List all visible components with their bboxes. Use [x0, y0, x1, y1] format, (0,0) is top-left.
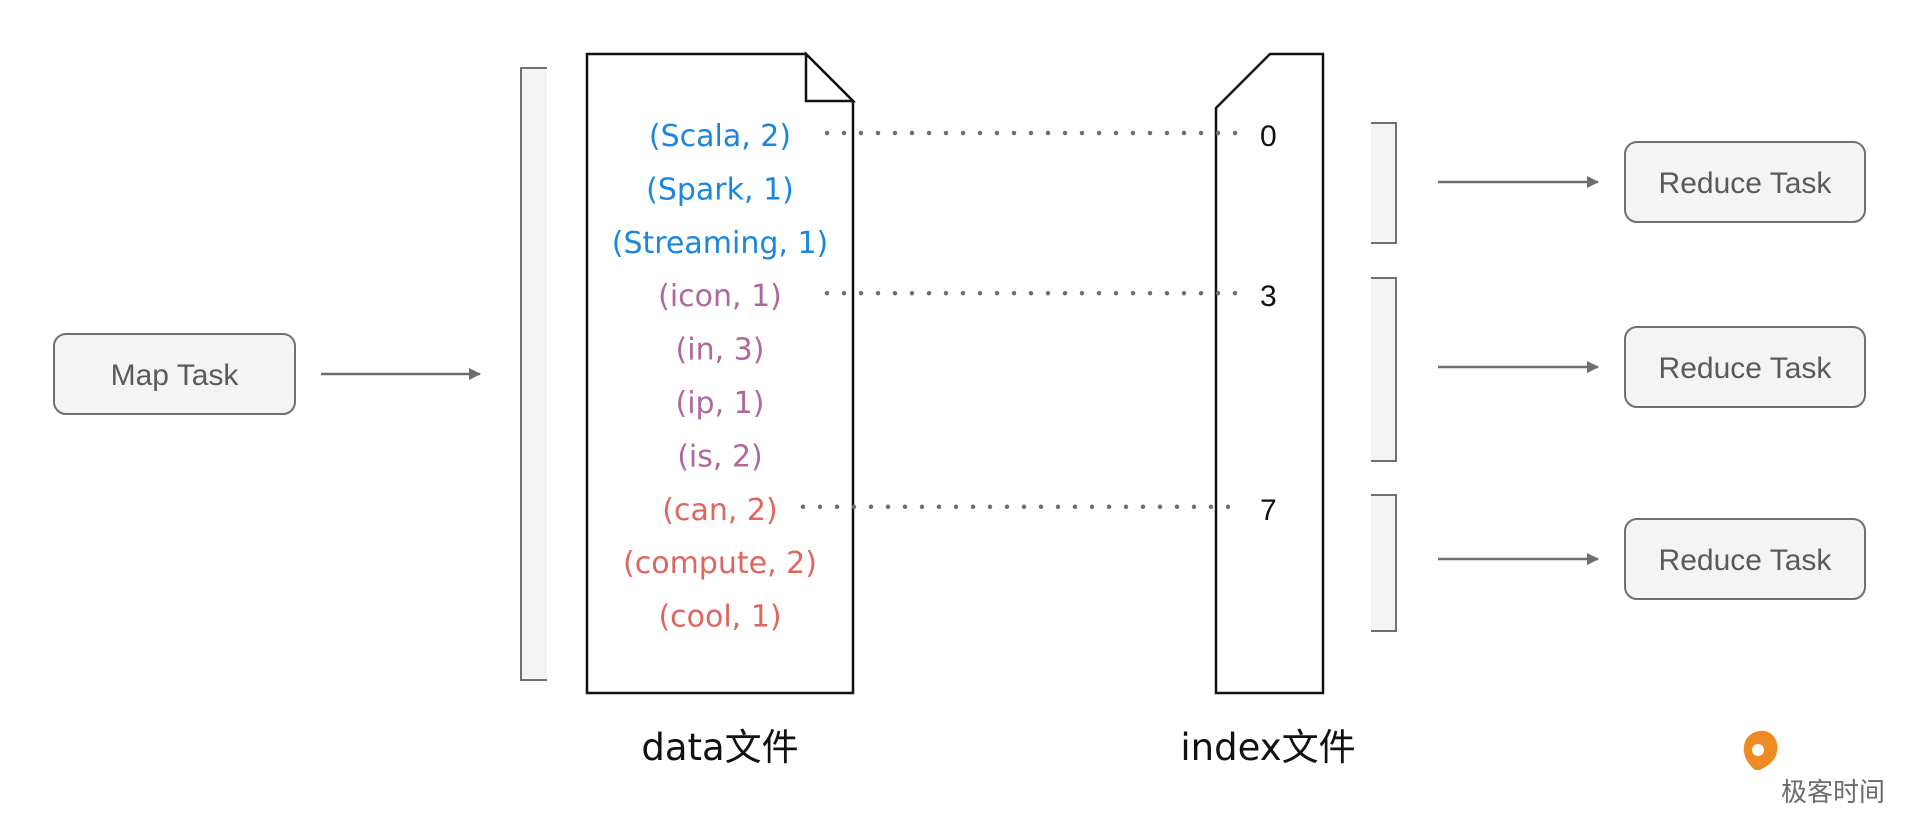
data-record: (ip, 1): [676, 386, 765, 421]
data-record: (Spark, 1): [646, 172, 794, 207]
index-file-label: index文件: [1180, 726, 1355, 769]
index-file-outline: [1214, 52, 1325, 695]
partition-bracket: [1371, 122, 1397, 244]
data-record: (in, 3): [676, 333, 765, 368]
partition-bracket: [1371, 494, 1397, 632]
geektime-logo: 极客时间: [1743, 730, 1885, 808]
data-file: (Scala, 2) (Spark, 1) (Streaming, 1) (icon,…: [585, 50, 857, 695]
map-task-node[interactable]: Map Task: [53, 333, 296, 415]
data-file-outline: [585, 52, 855, 695]
data-record: (icon, 1): [658, 279, 782, 314]
index-file: 0 3 7: [1214, 52, 1325, 695]
reduce-task-label: Reduce Task: [1659, 167, 1833, 200]
data-record: (can, 2): [662, 493, 777, 528]
index-connectors: [800, 130, 1239, 510]
data-file-label: data文件: [641, 726, 798, 769]
data-record: (Streaming, 1): [612, 226, 829, 261]
reduce-task-label: Reduce Task: [1659, 352, 1833, 385]
data-record: (compute, 2): [623, 546, 817, 581]
geektime-logo-text: 极客时间: [1781, 778, 1885, 808]
data-record: (is, 2): [677, 439, 763, 474]
index-offset: 7: [1260, 494, 1277, 527]
reduce-task-node[interactable]: Reduce Task: [1624, 518, 1866, 600]
index-offset: 3: [1260, 280, 1277, 313]
index-offset: 0: [1260, 120, 1277, 153]
data-group-bracket: [520, 67, 547, 681]
data-record: (Scala, 2): [649, 119, 791, 154]
data-record: (cool, 1): [658, 600, 781, 635]
reduce-task-node[interactable]: Reduce Task: [1624, 141, 1866, 223]
geektime-logo-icon: [1743, 730, 1778, 770]
reduce-task-node[interactable]: Reduce Task: [1624, 326, 1866, 408]
reduce-task-label: Reduce Task: [1659, 544, 1833, 577]
partition-bracket: [1371, 277, 1397, 462]
index-file-offsets: 0 3 7: [1260, 120, 1277, 527]
data-file-records: (Scala, 2) (Spark, 1) (Streaming, 1) (icon,…: [612, 119, 829, 635]
data-file-folded-corner: [804, 50, 857, 103]
map-task-label: Map Task: [111, 359, 240, 392]
